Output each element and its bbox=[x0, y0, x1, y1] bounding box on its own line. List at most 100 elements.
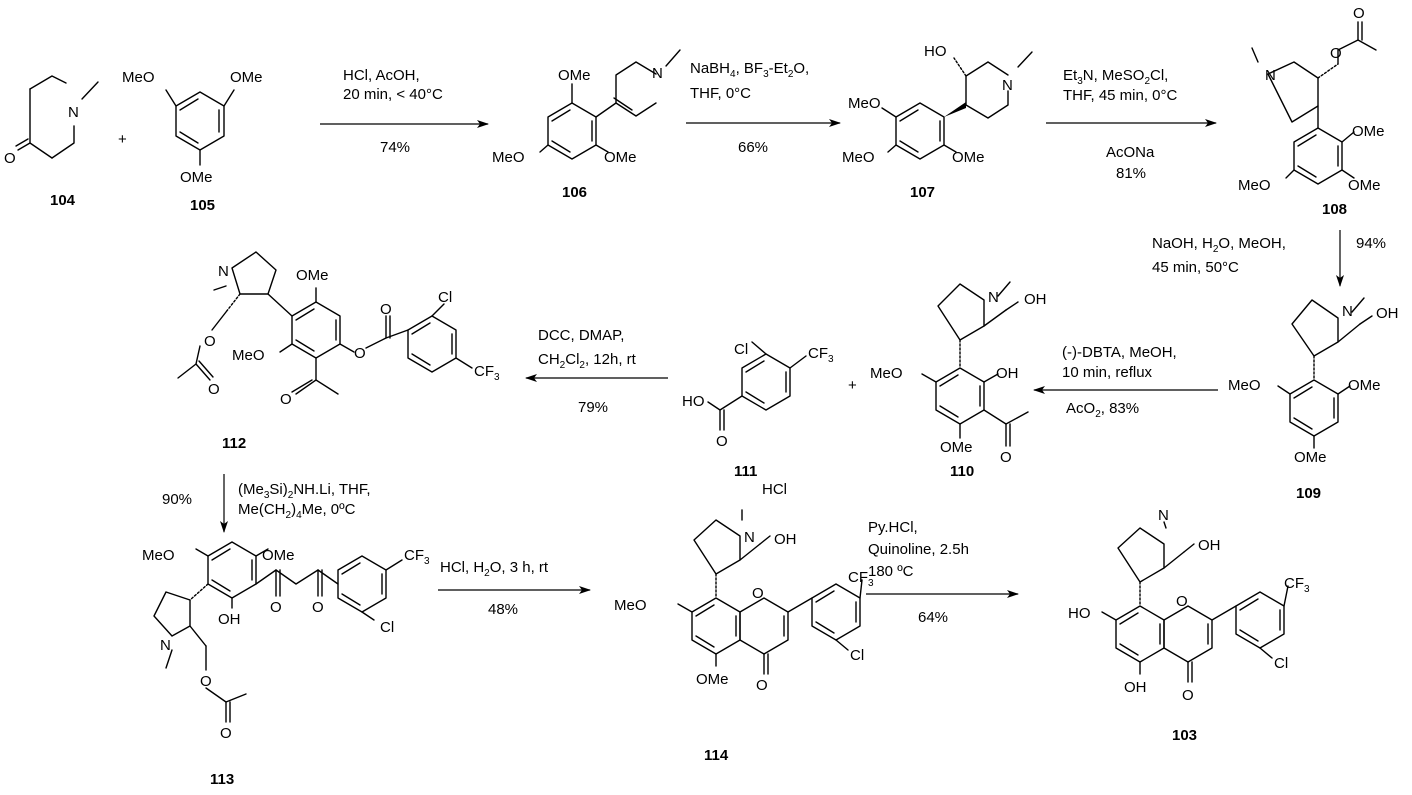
atom-O-112b: O bbox=[380, 301, 392, 318]
atom-N-113: N bbox=[160, 637, 171, 654]
step2-yield: 66% bbox=[738, 139, 768, 156]
step3-yield: 81% bbox=[1116, 165, 1146, 182]
compound-label-113: 113 bbox=[210, 771, 234, 788]
atom-HCl-114: HCl bbox=[762, 481, 787, 498]
atom-O-110: O bbox=[1000, 449, 1012, 466]
step9-line1: Py.HCl, bbox=[868, 519, 918, 536]
atom-OMe-108b: OMe bbox=[1348, 177, 1381, 194]
step4-line2: 45 min, 50°C bbox=[1152, 259, 1239, 276]
step3-line3: AcONa bbox=[1106, 144, 1155, 161]
atom-OMe-114: OMe bbox=[696, 671, 729, 688]
step5-line1: (-)-DBTA, MeOH, bbox=[1062, 344, 1177, 361]
atom-O-113c: O bbox=[200, 673, 212, 690]
atom-CF3-113: CF3 bbox=[404, 547, 430, 567]
compound-label-107: 107 bbox=[910, 184, 935, 201]
step1-yield: 74% bbox=[380, 139, 410, 156]
atom-MeO-113: MeO bbox=[142, 547, 175, 564]
step9-line3: 180 ºC bbox=[868, 563, 914, 580]
atom-O-113b: O bbox=[312, 599, 324, 616]
compound-113-structure: MeO OMe OH O O Cl CF3 N O O bbox=[142, 541, 430, 742]
step7-line2: Me(CH2)4Me, 0ºC bbox=[238, 501, 356, 521]
atom-MeO-110: MeO bbox=[870, 365, 903, 382]
step1-line1: HCl, AcOH, bbox=[343, 67, 420, 84]
atom-N-109: N bbox=[1342, 303, 1353, 320]
atom-MeO-106: MeO bbox=[492, 149, 525, 166]
atom-O-112a: O bbox=[354, 345, 366, 362]
atom-OMe-106a: OMe bbox=[558, 67, 591, 84]
compound-label-106: 106 bbox=[562, 184, 587, 201]
atom-O-103a: O bbox=[1176, 593, 1188, 610]
step2-line1: NaBH4, BF3-Et2O, bbox=[690, 60, 809, 80]
atom-O-108a: O bbox=[1330, 45, 1342, 62]
atom-Cl-113: Cl bbox=[380, 619, 394, 636]
atom-OMe-107: OMe bbox=[952, 149, 985, 166]
atom-HO-103: HO bbox=[1068, 605, 1091, 622]
atom-MeO-114: MeO bbox=[614, 597, 647, 614]
atom-N-114: N bbox=[744, 529, 755, 546]
plus-sign-2: + bbox=[848, 377, 857, 394]
compound-107-structure: HO N MeO MeO OMe bbox=[842, 43, 1033, 166]
atom-Cl-103: Cl bbox=[1274, 655, 1288, 672]
compound-103-structure: N OH HO O CF3 Cl O OH bbox=[1068, 507, 1310, 704]
atom-O-114a: O bbox=[752, 585, 764, 602]
step7-yield: 90% bbox=[162, 491, 192, 508]
atom-MeO-108: MeO bbox=[1238, 177, 1271, 194]
atom-O-112e: O bbox=[280, 391, 292, 408]
atom-OH-114: OH bbox=[774, 531, 797, 548]
atom-OH-110b: OH bbox=[996, 365, 1019, 382]
compound-111-structure: Cl CF3 HO O bbox=[682, 341, 834, 450]
atom-OMe-109a: OMe bbox=[1348, 377, 1381, 394]
compound-110-structure: N OH MeO OH OMe O bbox=[870, 281, 1047, 466]
compound-104-structure: N O bbox=[4, 75, 99, 167]
atom-OMe-108a: OMe bbox=[1352, 123, 1385, 140]
atom-O-103b: O bbox=[1182, 687, 1194, 704]
atom-O-111: O bbox=[716, 433, 728, 450]
compound-label-103: 103 bbox=[1172, 727, 1197, 744]
atom-N-110: N bbox=[988, 289, 999, 306]
atom-OH-110a: OH bbox=[1024, 291, 1047, 308]
atom-OMe-109b: OMe bbox=[1294, 449, 1327, 466]
compound-label-105: 105 bbox=[190, 197, 215, 214]
atom-O-113a: O bbox=[270, 599, 282, 616]
step7-line1: (Me3Si)2NH.Li, THF, bbox=[238, 481, 371, 501]
atom-O-108b: O bbox=[1353, 5, 1365, 22]
compound-114-structure: N HCl OH MeO O CF3 Cl O OMe bbox=[614, 481, 874, 694]
atom-Cl-114: Cl bbox=[850, 647, 864, 664]
atom-OH-113: OH bbox=[218, 611, 241, 628]
compound-108-structure: N O O OMe MeO OMe bbox=[1238, 5, 1385, 194]
atom-N-112: N bbox=[218, 263, 229, 280]
atom-MeO-107b: MeO bbox=[842, 149, 875, 166]
compound-106-structure: OMe N MeO OMe bbox=[492, 49, 681, 166]
step2-line2: THF, 0°C bbox=[690, 85, 751, 102]
atom-MeO-112: MeO bbox=[232, 347, 265, 364]
step6-line2: CH2Cl2, 12h, rt bbox=[538, 351, 637, 371]
step9-yield: 64% bbox=[918, 609, 948, 626]
compound-109-structure: N OH MeO OMe OMe bbox=[1228, 297, 1399, 466]
step6-line1: DCC, DMAP, bbox=[538, 327, 624, 344]
atom-HO-107: HO bbox=[924, 43, 947, 60]
compound-label-114: 114 bbox=[704, 747, 729, 764]
compound-label-109: 109 bbox=[1296, 485, 1321, 502]
compound-label-112: 112 bbox=[222, 435, 246, 452]
atom-MeO-109: MeO bbox=[1228, 377, 1261, 394]
atom-N-103: N bbox=[1158, 507, 1169, 524]
atom-O-114b: O bbox=[756, 677, 768, 694]
atom-O-113d: O bbox=[220, 725, 232, 742]
atom-O-112d: O bbox=[208, 381, 220, 398]
compound-label-104: 104 bbox=[50, 192, 76, 209]
compound-label-110: 110 bbox=[950, 463, 974, 480]
step8-yield: 48% bbox=[488, 601, 518, 618]
step8-line1: HCl, H2O, 3 h, rt bbox=[440, 559, 549, 579]
atom-CF3-114: CF3 bbox=[848, 569, 874, 589]
step4-line1: NaOH, H2O, MeOH, bbox=[1152, 235, 1286, 255]
atom-N-107: N bbox=[1002, 77, 1013, 94]
step5-line3: AcO2, 83% bbox=[1066, 400, 1139, 420]
atom-OH-103a: OH bbox=[1198, 537, 1221, 554]
compound-label-108: 108 bbox=[1322, 201, 1347, 218]
atom-Cl-111: Cl bbox=[734, 341, 748, 358]
step6-yield: 79% bbox=[578, 399, 608, 416]
atom-N-104: N bbox=[68, 104, 79, 121]
step1-line2: 20 min, < 40°C bbox=[343, 86, 443, 103]
atom-OH-109: OH bbox=[1376, 305, 1399, 322]
